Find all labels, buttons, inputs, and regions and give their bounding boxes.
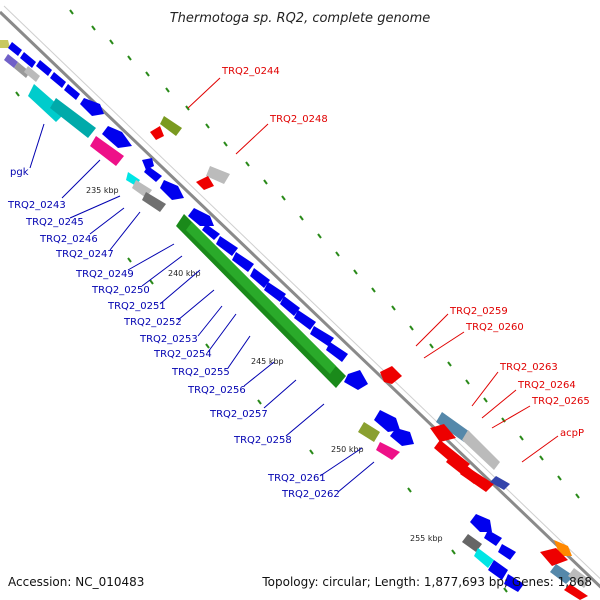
gene-feature bbox=[436, 412, 470, 442]
gene-feature bbox=[264, 282, 286, 302]
gene-feature bbox=[380, 366, 402, 384]
gene-label-trq2-0252[interactable]: TRQ2_0252 bbox=[123, 317, 182, 328]
gene-label-trq2-0264[interactable]: TRQ2_0264 bbox=[517, 380, 576, 391]
gene-feature bbox=[90, 136, 124, 166]
inner-tick-marks bbox=[15, 91, 508, 593]
gene-feature bbox=[374, 410, 400, 432]
inner-label-leaders bbox=[29, 123, 375, 493]
gene-label-trq2-0262[interactable]: TRQ2_0262 bbox=[281, 489, 340, 500]
scale-label-255: 255 kbp bbox=[410, 534, 443, 543]
gene-feature bbox=[14, 62, 30, 78]
gene-feature bbox=[470, 514, 492, 532]
gene-feature bbox=[462, 534, 482, 552]
gene-feature bbox=[540, 548, 568, 566]
gene-feature bbox=[196, 176, 214, 190]
gene-feature bbox=[36, 60, 52, 76]
gene-label-trq2-0251[interactable]: TRQ2_0251 bbox=[107, 301, 166, 312]
gene-feature bbox=[568, 568, 590, 588]
gene-feature bbox=[460, 466, 494, 492]
scale-label-245: 245 kbp bbox=[251, 357, 284, 366]
gene-feature bbox=[186, 222, 336, 374]
gene-label-trq2-0265[interactable]: TRQ2_0265 bbox=[531, 396, 590, 407]
gene-feature bbox=[150, 126, 164, 140]
map-title: Thermotoga sp. RQ2, complete genome bbox=[170, 11, 431, 26]
gene-feature bbox=[202, 224, 220, 240]
gene-feature bbox=[80, 98, 104, 116]
topology-text: Topology: circular; Length: 1,877,693 bp… bbox=[261, 575, 592, 589]
gene-feature bbox=[206, 166, 230, 184]
gene-label-trq2-0258[interactable]: TRQ2_0258 bbox=[233, 435, 292, 446]
gene-feature bbox=[50, 72, 66, 88]
gene-feature bbox=[326, 342, 348, 362]
gene-feature bbox=[474, 548, 494, 568]
scale-label-240: 240 kbp bbox=[168, 269, 201, 278]
gene-feature bbox=[232, 252, 254, 272]
accession-text: Accession: NC_010483 bbox=[8, 575, 144, 589]
gene-label-trq2-0245[interactable]: TRQ2_0245 bbox=[25, 217, 84, 228]
gene-feature bbox=[564, 584, 588, 600]
gene-label-trq2-0253[interactable]: TRQ2_0253 bbox=[139, 334, 198, 345]
gene-feature bbox=[160, 180, 184, 200]
gene-label-trq2-0259[interactable]: TRQ2_0259 bbox=[449, 306, 508, 317]
gene-label-trq2-0247[interactable]: TRQ2_0247 bbox=[55, 249, 114, 260]
forward-strand-genes bbox=[0, 40, 524, 592]
gene-label-pgk[interactable]: pgk bbox=[10, 167, 29, 178]
gene-label-trq2-0257[interactable]: TRQ2_0257 bbox=[209, 409, 268, 420]
gene-label-acpp[interactable]: acpP bbox=[560, 428, 584, 439]
gene-feature bbox=[430, 424, 456, 442]
gene-feature bbox=[20, 52, 36, 68]
gene-feature bbox=[4, 54, 18, 68]
gene-feature bbox=[390, 428, 414, 446]
gene-feature bbox=[142, 192, 166, 212]
outer-tick-marks bbox=[69, 9, 580, 499]
outer-label-leaders bbox=[187, 77, 559, 463]
gene-feature bbox=[310, 326, 334, 346]
gene-feature bbox=[344, 370, 368, 390]
genome-backbone bbox=[0, 5, 600, 589]
gene-label-trq2-0260[interactable]: TRQ2_0260 bbox=[465, 322, 524, 333]
gene-label-trq2-0250[interactable]: TRQ2_0250 bbox=[91, 285, 150, 296]
gene-feature bbox=[490, 476, 510, 490]
gene-feature bbox=[280, 296, 300, 316]
gene-feature bbox=[50, 98, 96, 138]
gene-feature bbox=[462, 430, 500, 470]
gene-feature bbox=[498, 544, 516, 560]
gene-label-trq2-0254[interactable]: TRQ2_0254 bbox=[153, 349, 212, 360]
gene-feature bbox=[142, 158, 154, 170]
gene-feature bbox=[8, 42, 22, 56]
scale-label-235: 235 kbp bbox=[86, 186, 119, 195]
gene-feature bbox=[250, 268, 270, 288]
gene-feature bbox=[160, 116, 182, 136]
gene-feature bbox=[144, 166, 162, 182]
gene-label-trq2-0263[interactable]: TRQ2_0263 bbox=[499, 362, 558, 373]
reverse-strand-genes bbox=[150, 116, 590, 600]
gene-label-trq2-0243[interactable]: TRQ2_0243 bbox=[7, 200, 66, 211]
gene-feature bbox=[64, 84, 80, 100]
gene-feature bbox=[504, 574, 524, 592]
gene-feature bbox=[24, 66, 40, 82]
scale-label-250: 250 kbp bbox=[331, 445, 364, 454]
gene-feature bbox=[488, 560, 508, 580]
gene-feature bbox=[376, 442, 400, 460]
gene-feature bbox=[216, 236, 238, 256]
gene-feature bbox=[294, 310, 316, 330]
gene-feature bbox=[0, 40, 10, 48]
gene-label-trq2-0249[interactable]: TRQ2_0249 bbox=[75, 269, 134, 280]
gene-feature bbox=[484, 530, 502, 546]
gene-feature bbox=[102, 126, 132, 148]
gene-label-trq2-0244[interactable]: TRQ2_0244 bbox=[221, 66, 280, 77]
gene-label-trq2-0246[interactable]: TRQ2_0246 bbox=[39, 234, 98, 245]
gene-label-trq2-0261[interactable]: TRQ2_0261 bbox=[267, 473, 326, 484]
gene-feature bbox=[550, 564, 574, 584]
gene-label-trq2-0255[interactable]: TRQ2_0255 bbox=[171, 367, 230, 378]
gene-feature bbox=[188, 208, 214, 226]
gene-feature bbox=[358, 422, 380, 442]
gene-label-trq2-0256[interactable]: TRQ2_0256 bbox=[187, 385, 246, 396]
gene-label-trq2-0248[interactable]: TRQ2_0248 bbox=[269, 114, 328, 125]
